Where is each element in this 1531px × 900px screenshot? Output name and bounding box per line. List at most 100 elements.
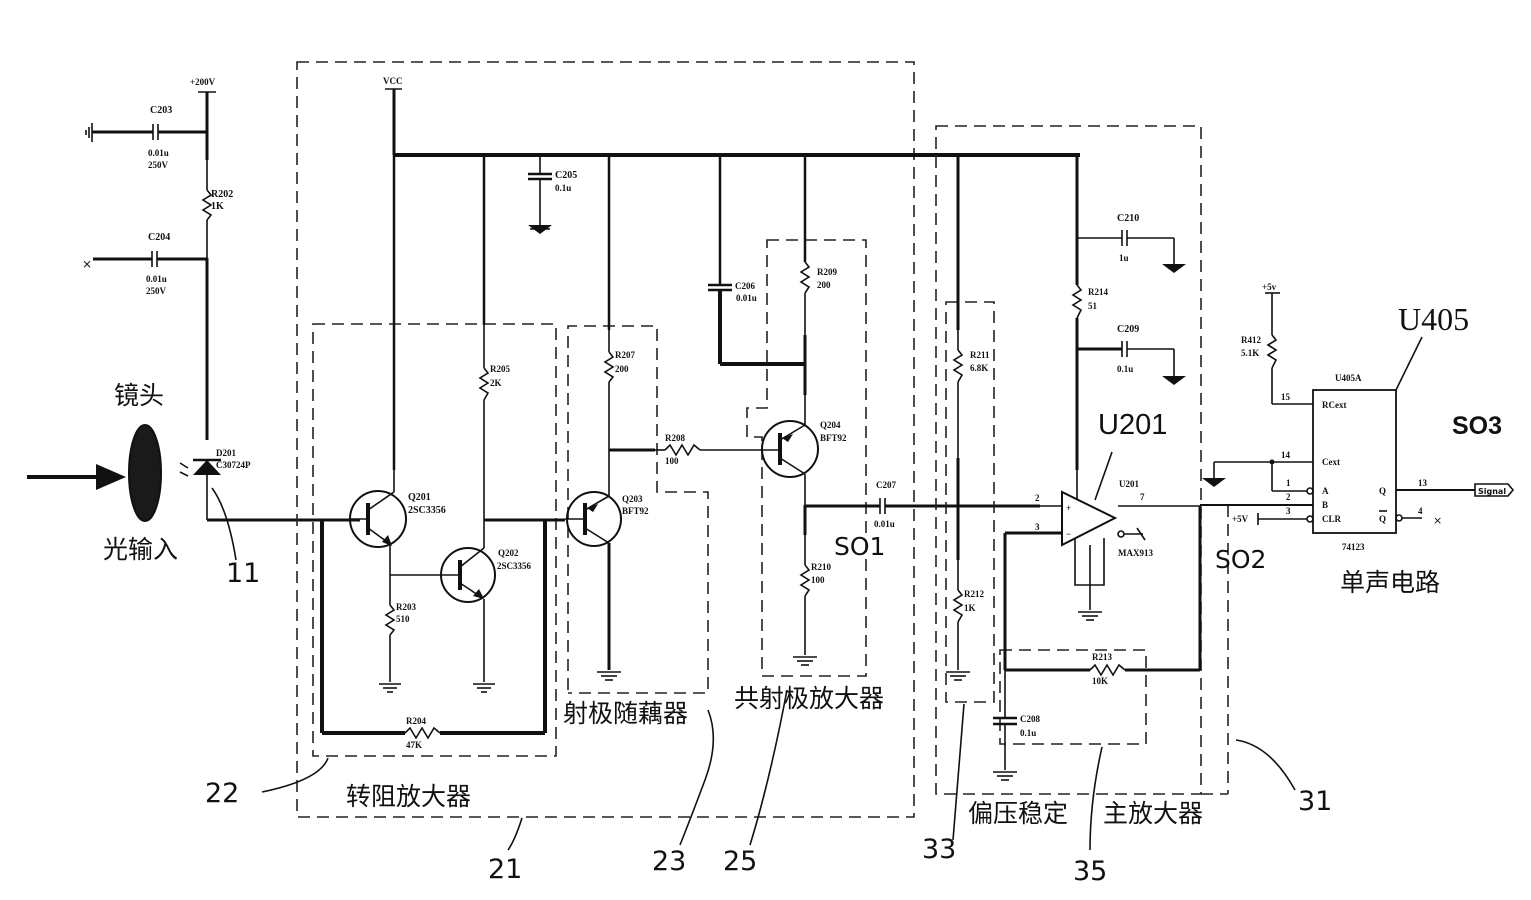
resistor-r202	[201, 189, 213, 221]
q202-value: 2SC3356	[497, 561, 532, 571]
callout-23: 23	[652, 846, 686, 877]
r205-name: R205	[490, 364, 510, 374]
hv-supply: +200V R202 1K	[190, 77, 233, 440]
capacitor-c203: C203 0.01u 250V	[85, 105, 207, 170]
pin-q-label: Q	[1379, 486, 1386, 496]
resistor-r205: R205 2K	[478, 155, 510, 520]
r204-name: R204	[406, 716, 426, 726]
callout-u201: U201	[1098, 409, 1167, 441]
block-label-common-emitter: 共射极放大器	[734, 684, 884, 713]
d201-name: D201	[216, 448, 236, 458]
r209-name: R209	[817, 267, 837, 277]
block-label-emitter-follower: 射极随藕器	[563, 699, 688, 728]
callout-21: 21	[488, 854, 522, 885]
pin-4: 4	[1418, 506, 1423, 516]
block-label-one-shot: 单声电路	[1340, 568, 1440, 597]
block-21-boundary	[296, 61, 915, 818]
c204-rating: 250V	[146, 286, 167, 296]
block-35-boundary	[999, 649, 1147, 745]
signal-so2: SO2	[1215, 545, 1266, 574]
block-22-boundary	[312, 323, 557, 757]
u405a-label: U405A	[1335, 373, 1362, 383]
p5v-clr-label: +5V	[1232, 514, 1249, 524]
r213-value: 10K	[1092, 676, 1108, 686]
u201-part: MAX913	[1118, 548, 1153, 558]
vcc-label: VCC	[383, 76, 403, 86]
r211-value: 6.8K	[970, 363, 988, 373]
c210-value: 1u	[1119, 253, 1129, 263]
d201-value: C30724P	[216, 460, 251, 470]
resistor-r203: R203 510	[379, 575, 416, 693]
block-label-main-amp: 主放大器	[1103, 799, 1203, 828]
r209-value: 200	[817, 280, 831, 290]
resistor-r214: R214 51	[1071, 155, 1108, 470]
p5v-top-label: +5v	[1262, 282, 1277, 292]
lens-label: 镜头	[114, 381, 164, 410]
q201-name: Q201	[408, 492, 431, 503]
c203-value: 0.01u	[148, 148, 169, 158]
signal-so1: SO1	[834, 532, 885, 561]
c204-name: C204	[148, 232, 170, 243]
signal-output-port	[1474, 483, 1515, 497]
lens-icon	[128, 424, 162, 522]
c208-name: C208	[1020, 714, 1040, 724]
r202-name: R202	[211, 189, 233, 200]
callout-33: 33	[922, 834, 956, 865]
cursor-mark-icon: ⨯	[82, 257, 92, 271]
pin-a-label: A	[1322, 486, 1329, 496]
lens: 镜头 光输入	[27, 381, 178, 564]
c207-value: 0.01u	[874, 519, 895, 529]
resistor-r208: R208 100	[655, 433, 763, 466]
r214-name: R214	[1088, 287, 1108, 297]
transistor-q202: Q202 2SC3356	[440, 520, 532, 693]
r210-value: 100	[811, 575, 825, 585]
capacitor-c207: C207 0.01u	[805, 480, 1040, 529]
signal-tag: Signal	[1478, 487, 1506, 496]
c204-value: 0.01u	[146, 274, 167, 284]
resistor-r207: R207 200	[603, 155, 635, 450]
q201-value: 2SC3356	[408, 505, 446, 516]
r205-value: 2K	[490, 378, 502, 388]
hv-label: +200V	[190, 77, 216, 87]
u405a-part: 74123	[1342, 542, 1365, 552]
r212-name: R212	[964, 589, 984, 599]
resistor-r213: R213 10K	[1003, 506, 1202, 686]
pin-3: 3	[1286, 506, 1291, 516]
pin-b-label: B	[1322, 500, 1328, 510]
c203-name: C203	[150, 105, 172, 116]
r207-name: R207	[615, 350, 635, 360]
callout-11-leader	[211, 487, 237, 561]
callout-25: 25	[723, 846, 757, 877]
r210-name: R210	[811, 562, 831, 572]
r211-name: R211	[970, 350, 990, 360]
vcc-bus: VCC	[383, 76, 1080, 157]
c209-name: C209	[1117, 324, 1139, 335]
block-label-bias: 偏压稳定	[968, 799, 1068, 828]
pin-qbar-label: Q	[1379, 514, 1386, 524]
q203-value: BFT92	[622, 506, 649, 516]
r213-name: R213	[1092, 652, 1112, 662]
pin-1: 1	[1286, 478, 1291, 488]
svg-text:+: +	[1066, 503, 1071, 513]
c209-value: 0.1u	[1117, 364, 1133, 374]
pin-rcext-label: RCext	[1322, 400, 1347, 410]
svg-text:−: −	[1066, 529, 1071, 539]
callout-22: 22	[205, 778, 239, 809]
r412-value: 5.1K	[1241, 348, 1259, 358]
u201-label: U201	[1119, 479, 1139, 489]
capacitor-c206: C206 0.01u	[708, 155, 805, 366]
callout-35: 35	[1073, 856, 1107, 887]
c207-name: C207	[876, 480, 896, 490]
pin-2: 2	[1286, 492, 1291, 502]
r212-value: 1K	[964, 603, 976, 613]
c206-name: C206	[735, 281, 755, 291]
r208-value: 100	[665, 456, 679, 466]
r203-value: 510	[396, 614, 410, 624]
transistor-q204: Q204 BFT92	[761, 420, 847, 505]
q203-name: Q203	[622, 494, 643, 504]
r204-value: 47K	[406, 740, 422, 750]
c203-rating: 250V	[148, 160, 169, 170]
block-23-boundary	[567, 325, 709, 694]
cursor-mark-icon: ×	[1433, 514, 1442, 527]
q202-name: Q202	[498, 548, 519, 558]
